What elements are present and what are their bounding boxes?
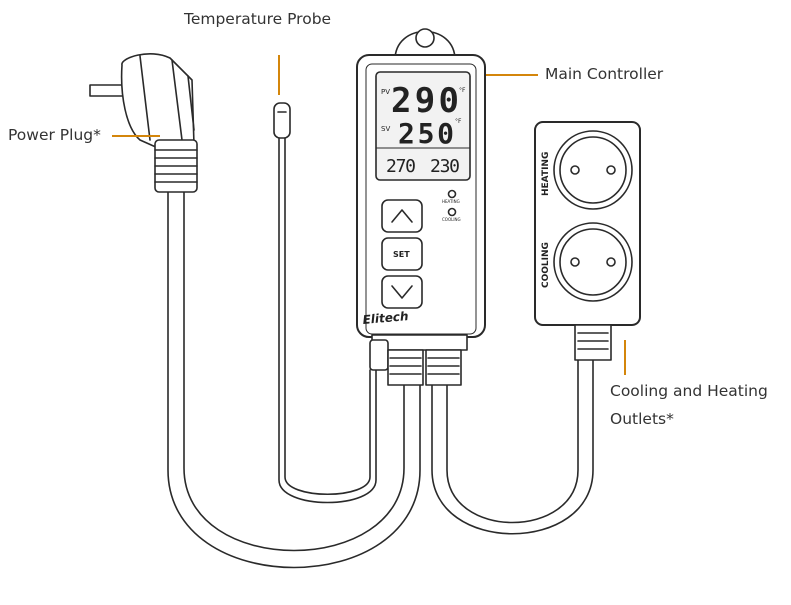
down-arrow-icon — [391, 285, 413, 299]
set-button-label: SET — [393, 250, 410, 259]
heating-indicator-label: HEATING — [442, 199, 460, 204]
sv-label: SV — [381, 125, 390, 133]
pv-value: 290 — [391, 81, 459, 121]
outlets-label-line2: Outlets* — [610, 410, 674, 428]
cooling-indicator-icon — [447, 207, 457, 217]
socket-block — [534, 121, 641, 361]
outlets-label-line1: Cooling and Heating — [610, 382, 768, 400]
power-plug — [89, 53, 198, 193]
up-button[interactable] — [381, 199, 423, 233]
outlets-label: Cooling and Heating Outlets* — [610, 377, 791, 433]
cooling-indicator-label: COOLING — [442, 217, 461, 222]
brand-logo: Elitech — [362, 309, 409, 327]
lcd-screen — [375, 71, 471, 181]
heating-indicator-icon — [447, 189, 457, 199]
sv-value: 250 — [398, 117, 454, 150]
power-plug-label: Power Plug* — [8, 126, 101, 144]
probe-cable — [278, 135, 377, 504]
temperature-probe-label: Temperature Probe — [184, 10, 332, 28]
up-arrow-icon — [391, 209, 413, 223]
lower-right-value: 230 — [430, 156, 460, 177]
sv-unit: °F — [455, 118, 462, 125]
outlet-cable — [431, 359, 594, 535]
temperature-probe — [273, 102, 291, 139]
pv-label: PV — [381, 88, 390, 96]
down-button[interactable] — [381, 275, 423, 309]
power-cable-inner — [183, 189, 405, 552]
power-cable — [167, 189, 421, 569]
probe-cable-inner — [284, 135, 371, 496]
outlet-label-cooling: COOLING — [541, 242, 551, 288]
outlet-label-heating: HEATING — [541, 152, 551, 196]
outlet-cable-inner — [446, 359, 579, 524]
main-controller-label: Main Controller — [545, 65, 664, 83]
pv-unit: °F — [459, 87, 466, 94]
lower-left-value: 270 — [386, 156, 416, 177]
set-button[interactable] — [381, 237, 423, 271]
